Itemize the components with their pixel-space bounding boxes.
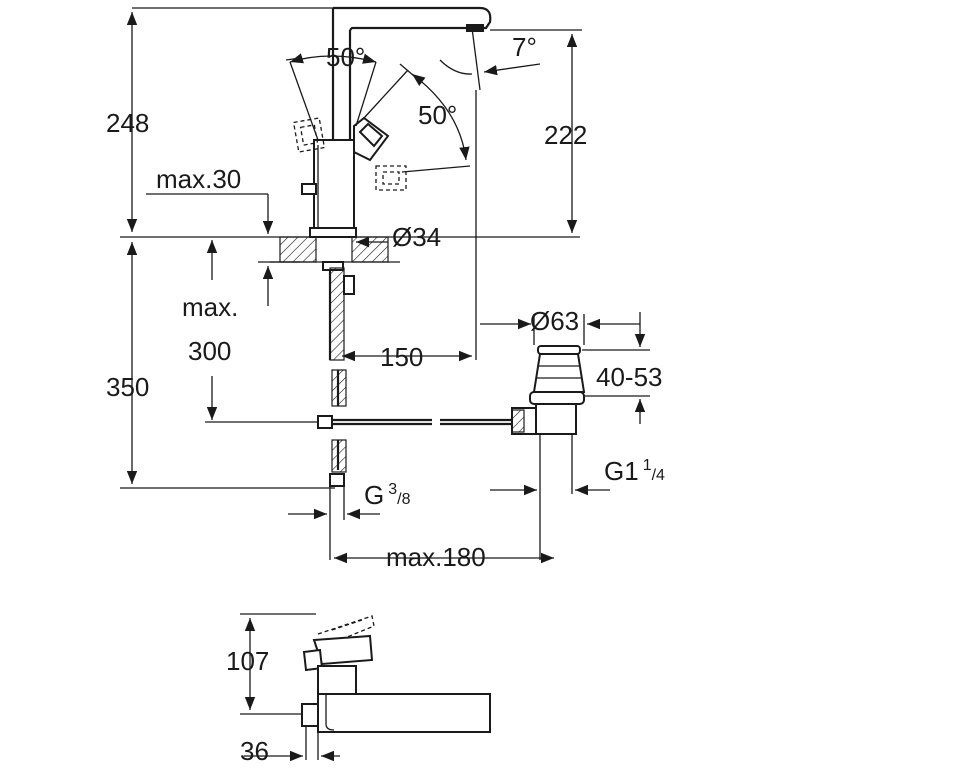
- popup-rod: [317, 415, 512, 429]
- dimension-max300: [205, 240, 318, 423]
- faucet-body: [301, 6, 492, 238]
- waste-assembly: [511, 345, 586, 560]
- dimension-350: [120, 242, 335, 489]
- label-300: 300: [188, 336, 231, 366]
- label-o34: Ø34: [392, 222, 441, 252]
- label-40-53: 40-53: [596, 362, 663, 392]
- label-max180: max.180: [386, 542, 486, 572]
- label-o63: Ø63: [530, 306, 579, 336]
- dimension-o63: [480, 314, 640, 345]
- label-lever-angle-right: 50°: [418, 100, 457, 130]
- label-248: 248: [106, 108, 149, 138]
- angle-guides: [285, 27, 541, 173]
- label-max: max.: [182, 292, 238, 322]
- label-350: 350: [106, 372, 149, 402]
- dimension-max30: [146, 193, 300, 306]
- dimension-g38: [288, 486, 380, 560]
- label-spout-angle: 7°: [512, 32, 537, 62]
- top-view: [240, 613, 491, 762]
- label-max30: max.30: [156, 164, 241, 194]
- label-107: 107: [226, 646, 269, 676]
- label-36: 36: [240, 736, 269, 766]
- label-150: 150: [380, 342, 423, 372]
- dimension-150: [342, 90, 477, 362]
- label-lever-angle-left: 50°: [326, 42, 365, 72]
- supply-hoses: [322, 261, 355, 487]
- deck-section: [270, 236, 400, 263]
- dimension-40-53: [582, 312, 650, 424]
- label-222: 222: [544, 120, 587, 150]
- dimension-222: [490, 29, 582, 233]
